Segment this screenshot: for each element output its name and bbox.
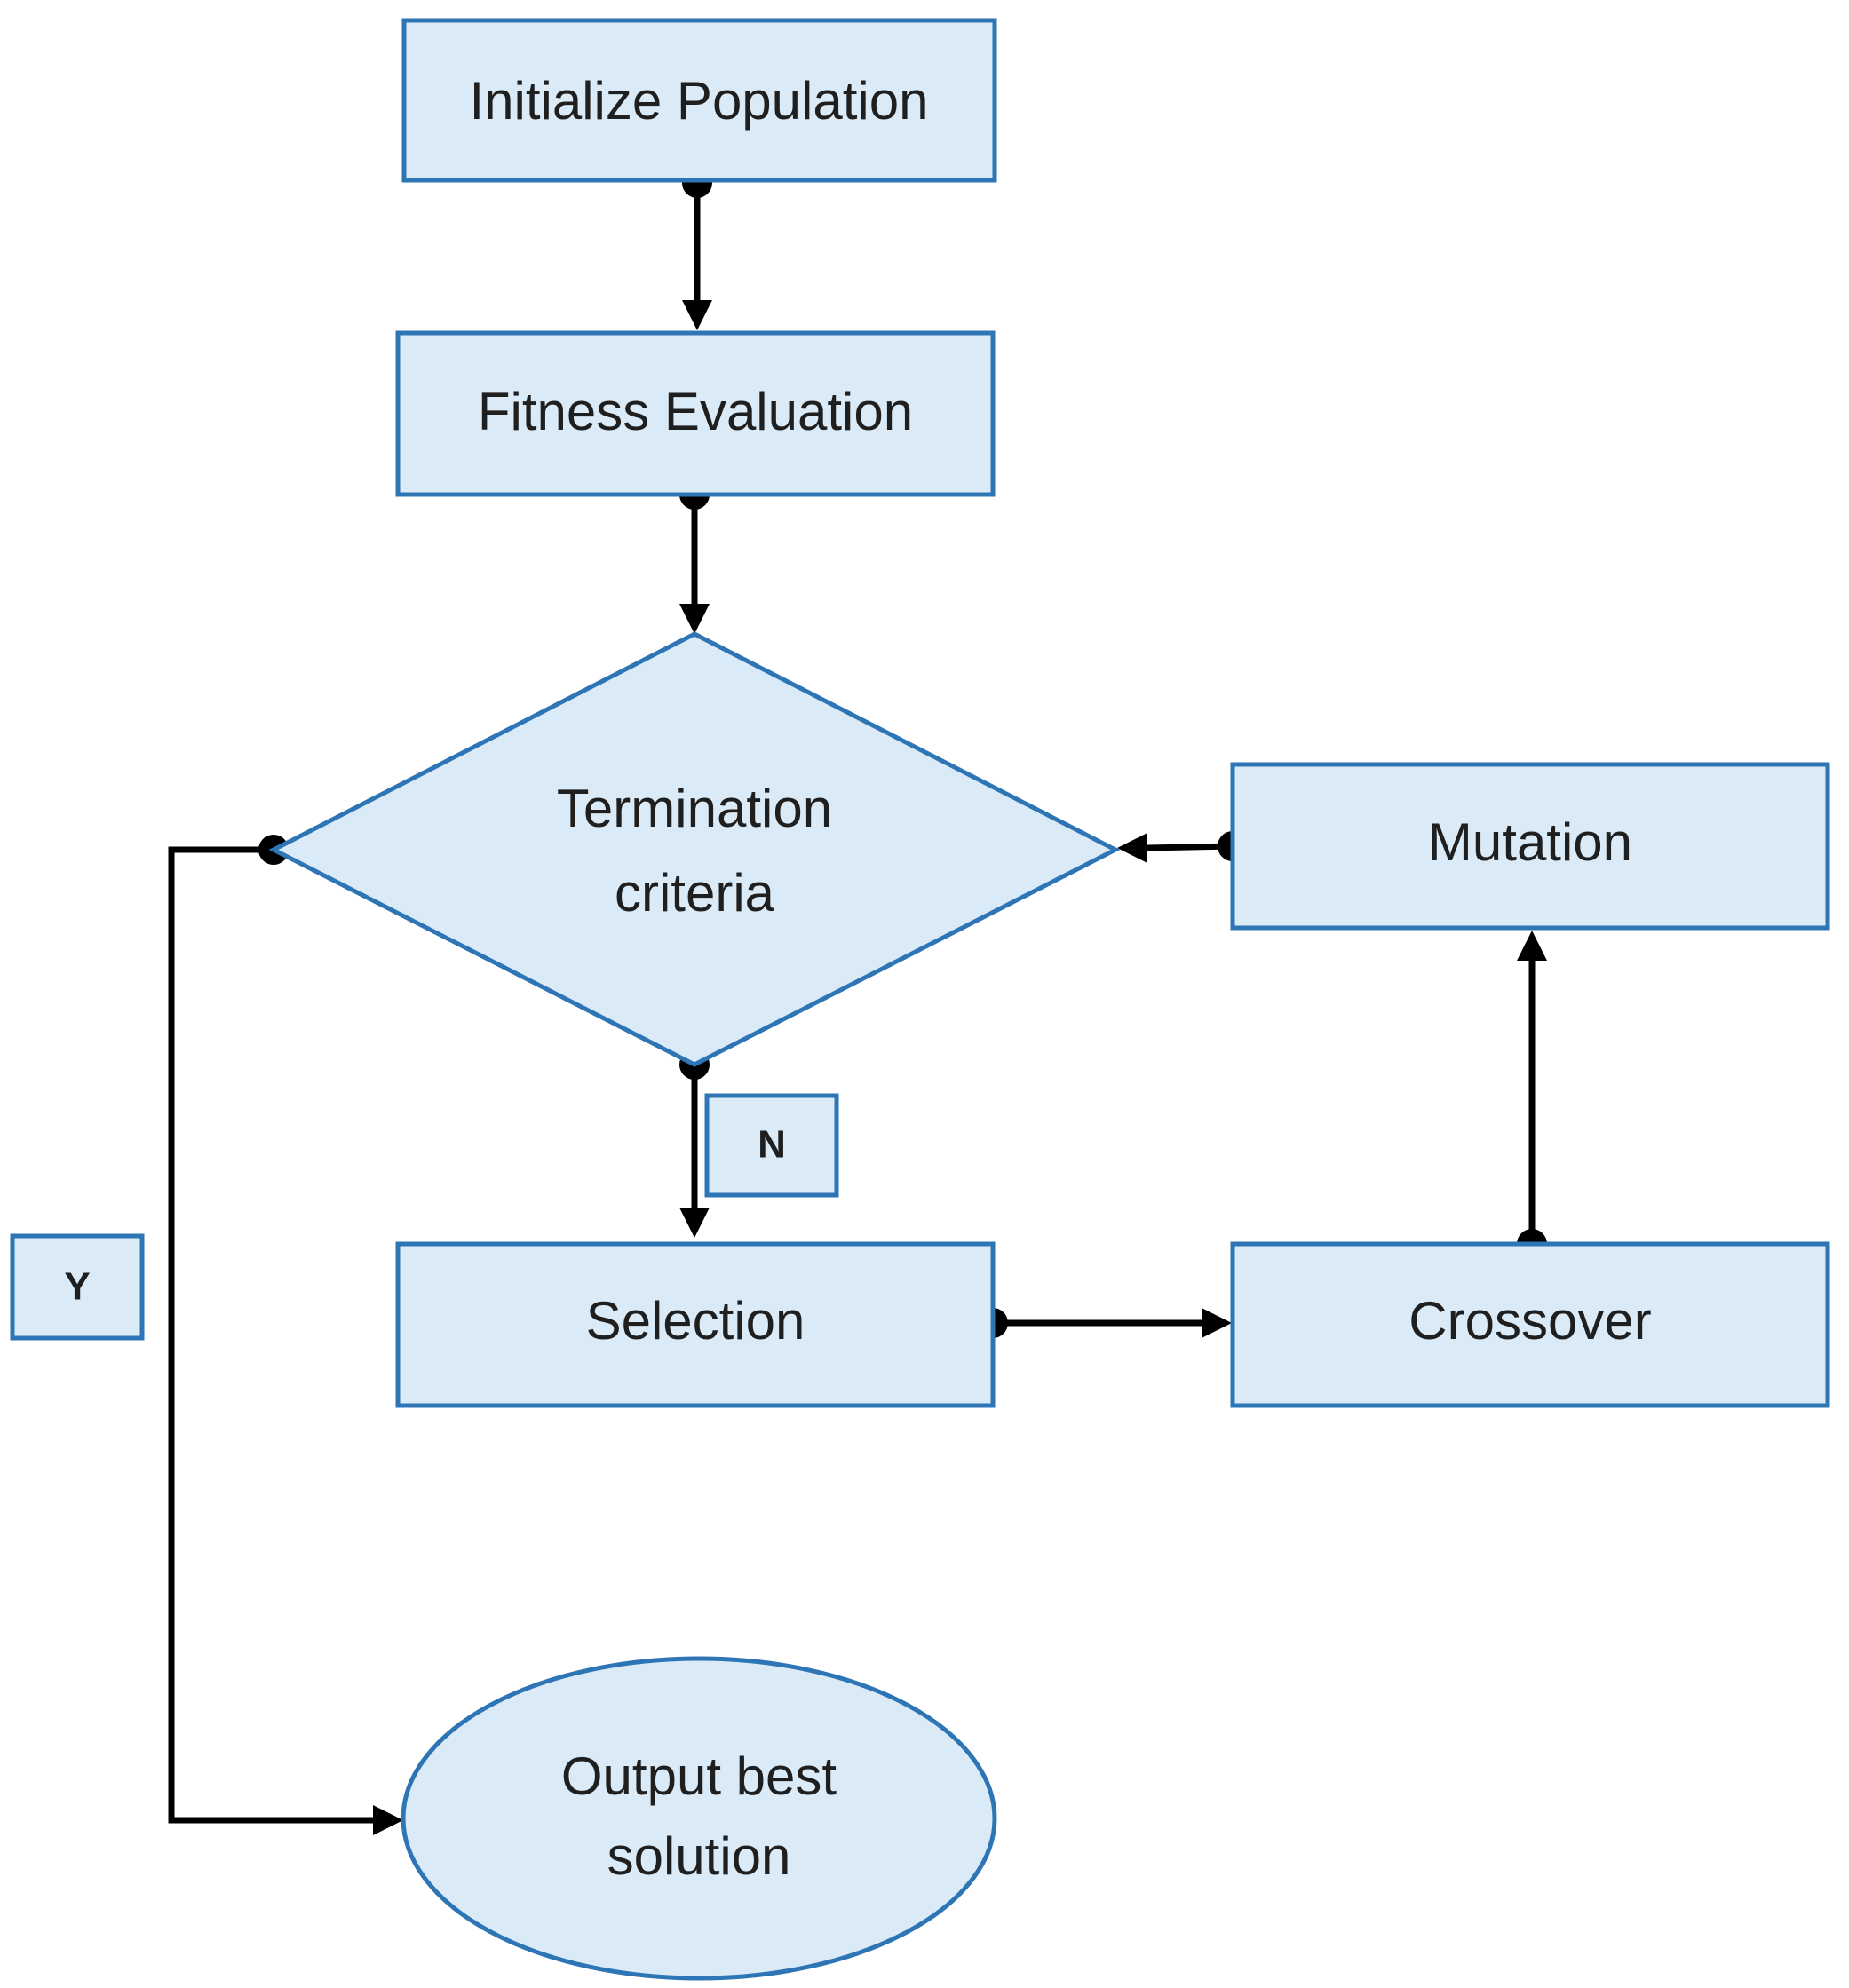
branch-label-yes-text: Y (64, 1265, 90, 1309)
output-best-solution-node: Output best solution (401, 1656, 997, 1981)
arrowhead-output (373, 1805, 403, 1835)
termination-criteria-label-line1: Termination (557, 779, 832, 838)
termination-criteria-label-line2: criteria (615, 863, 775, 923)
termination-criteria-node: Termination criteria (268, 631, 1121, 1067)
arrowhead-mutation (1517, 931, 1547, 961)
arrowhead-termination-right (1117, 833, 1147, 863)
branch-label-no-box (704, 1093, 839, 1198)
arrowhead-fitness (682, 300, 712, 330)
fitness-evaluation-node: Fitness Evaluation (395, 330, 996, 497)
selection-node: Selection (395, 1241, 996, 1408)
selection-box (395, 1241, 996, 1408)
mutation-node: Mutation (1230, 762, 1830, 931)
branch-label-no-text: N (758, 1123, 786, 1167)
crossover-label: Crossover (1409, 1291, 1651, 1350)
branch-label-yes-box (10, 1233, 145, 1341)
branch-label-yes: Y (10, 1233, 145, 1341)
output-best-solution-label-line1: Output best (561, 1746, 837, 1806)
branch-label-no: N (704, 1093, 839, 1198)
mutation-box (1230, 762, 1830, 931)
selection-label: Selection (586, 1291, 805, 1350)
output-best-solution-label-line2: solution (607, 1826, 791, 1886)
initialize-population-label: Initialize Population (469, 71, 928, 131)
arrowhead-termination (679, 604, 710, 634)
initialize-population-box (401, 18, 997, 183)
initialize-population-node: Initialize Population (401, 18, 997, 183)
crossover-node: Crossover (1230, 1241, 1830, 1408)
arrowhead-selection (679, 1208, 710, 1238)
arrow-termination-to-output (168, 846, 373, 1824)
output-best-solution-ellipse (401, 1656, 997, 1981)
fitness-evaluation-label: Fitness Evaluation (478, 382, 913, 441)
termination-criteria-diamond (268, 631, 1121, 1067)
crossover-box (1230, 1241, 1830, 1408)
arrowhead-crossover (1202, 1308, 1232, 1338)
mutation-label: Mutation (1428, 812, 1632, 872)
fitness-evaluation-box (395, 330, 996, 497)
